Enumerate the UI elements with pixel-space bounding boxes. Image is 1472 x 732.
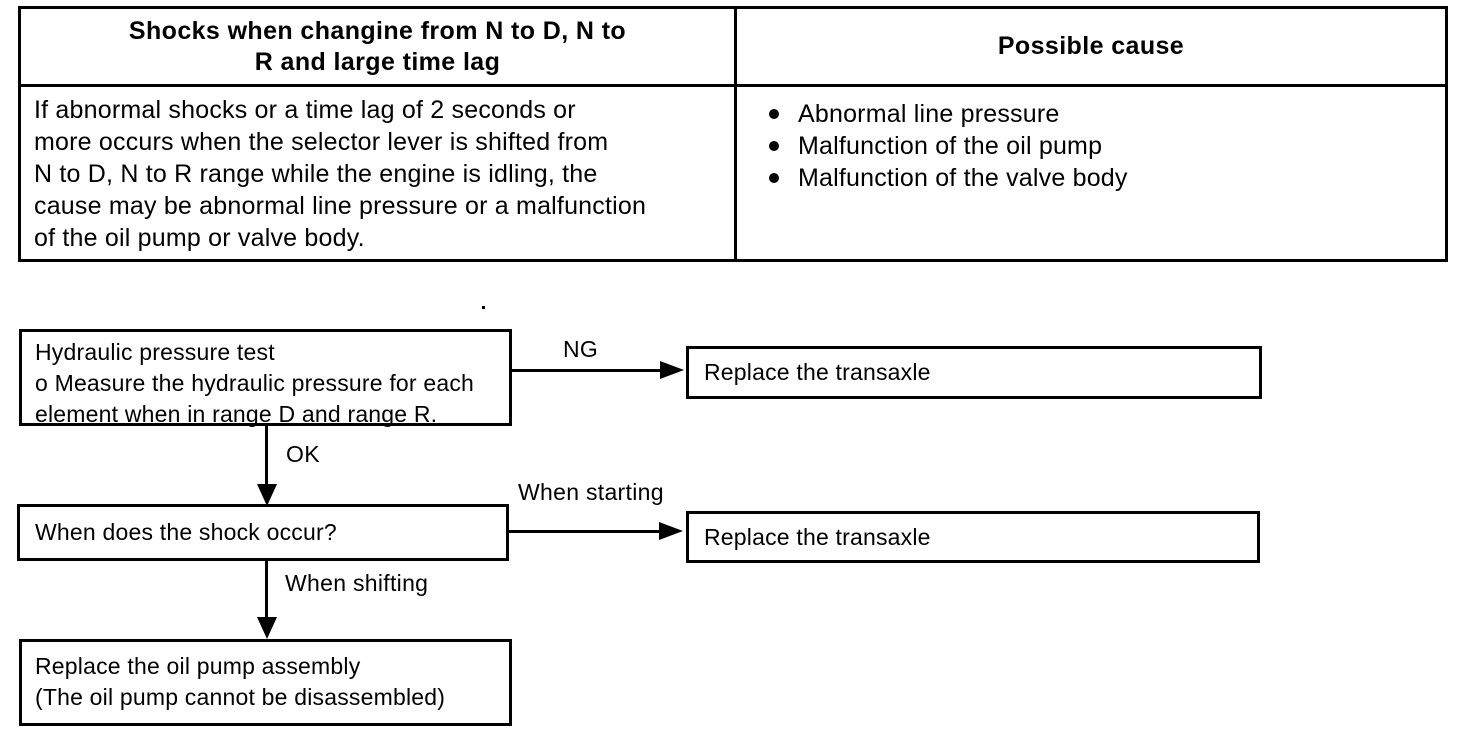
edge-label-ok: OK — [286, 441, 320, 467]
arrow-right-icon — [659, 522, 683, 540]
when-shifting-arrow-line — [265, 561, 268, 619]
bullet-icon — [769, 173, 779, 183]
node-shock-occurrence-question: When does the shock occur? — [17, 504, 509, 561]
bullet-icon — [769, 109, 779, 119]
cause-list-item: Malfunction of the oil pump — [769, 130, 1435, 162]
arrow-down-icon — [257, 617, 277, 639]
cause-list-item: Abnormal line pressure — [769, 98, 1435, 130]
cause-list-item: Malfunction of the valve body — [769, 162, 1435, 194]
cause-item-label: Abnormal line pressure — [798, 100, 1060, 128]
scan-speck — [482, 306, 485, 309]
node-replace-oil-pump: Replace the oil pump assembly (The oil p… — [19, 639, 512, 726]
ng-arrow-line — [512, 369, 662, 372]
when-starting-arrow-line — [509, 530, 661, 533]
cause-item-label: Malfunction of the oil pump — [798, 132, 1103, 160]
bullet-icon — [769, 141, 779, 151]
ok-arrow-line — [265, 426, 268, 486]
edge-label-ng: NG — [563, 336, 599, 362]
cause-item-label: Malfunction of the valve body — [798, 164, 1128, 192]
node-replace-transaxle-starting: Replace the transaxle — [686, 511, 1260, 563]
arrow-right-icon — [660, 361, 684, 379]
node-hydraulic-pressure-test: Hydraulic pressure test o Measure the hy… — [19, 329, 512, 427]
symptom-cause-table: Shocks when changine from N to D, N to R… — [18, 6, 1448, 262]
table-header-symptom: Shocks when changine from N to D, N to R… — [21, 9, 737, 87]
edge-label-when-starting: When starting — [518, 479, 664, 505]
symptom-description-cell: If abnormal shocks or a time lag of 2 se… — [21, 87, 737, 259]
edge-label-when-shifting: When shifting — [285, 570, 429, 596]
arrow-down-icon — [257, 484, 277, 506]
table-header-possible-cause: Possible cause — [737, 9, 1445, 87]
node-replace-transaxle-ng: Replace the transaxle — [686, 346, 1262, 399]
possible-causes-cell: Abnormal line pressure Malfunction of th… — [737, 87, 1445, 259]
